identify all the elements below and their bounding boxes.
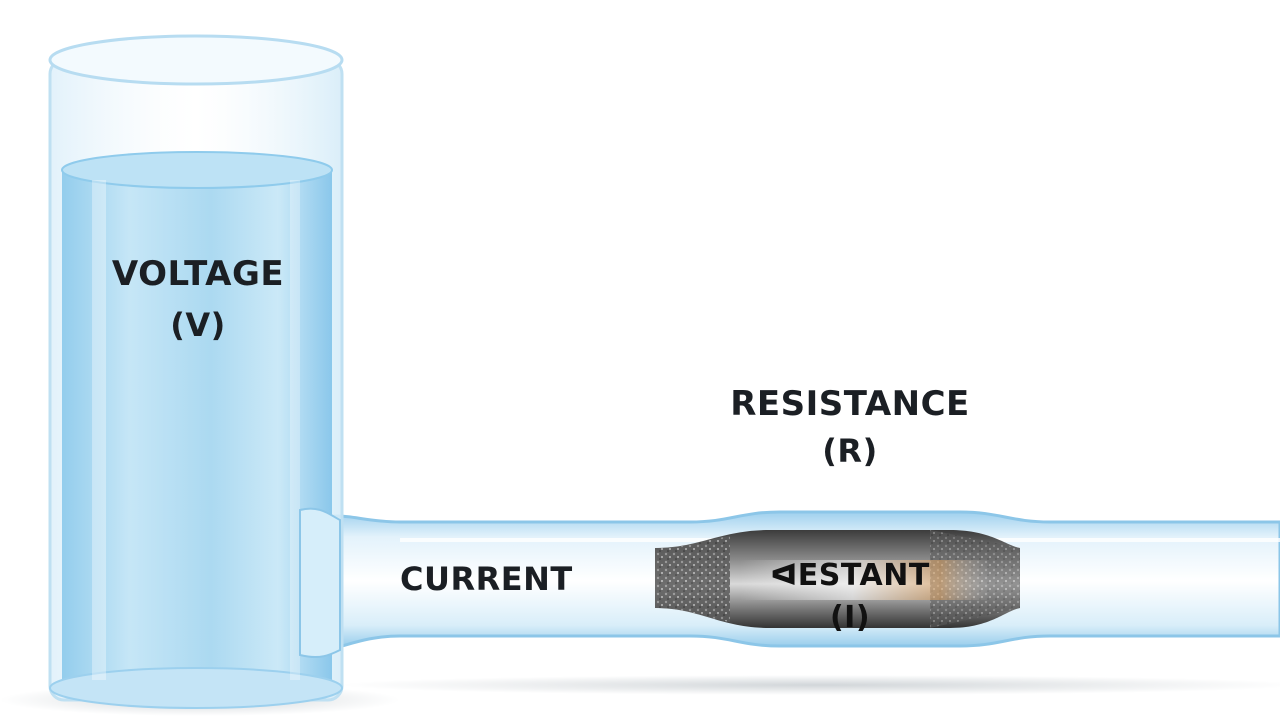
resistance-symbol: (R) bbox=[822, 432, 878, 470]
pipe-shadow bbox=[340, 675, 1280, 695]
resistor-texture-left bbox=[655, 536, 730, 622]
resistor-highlight bbox=[740, 560, 990, 600]
tank-reflection-right bbox=[290, 180, 300, 680]
resistance-label: RESISTANCE bbox=[730, 384, 970, 424]
voltage-label: VOLTAGE bbox=[111, 254, 285, 294]
tank-pipe-joint bbox=[299, 507, 341, 659]
tank-base bbox=[49, 667, 343, 709]
water-surface bbox=[61, 151, 333, 189]
resistor-symbol: (I) bbox=[829, 600, 871, 635]
tank-rim bbox=[48, 34, 344, 86]
resistor-text: ᐊESTANT bbox=[770, 558, 930, 593]
tank-reflection-left bbox=[92, 180, 106, 680]
current-label: CURRENT bbox=[400, 560, 573, 598]
tank-water bbox=[62, 170, 332, 685]
voltage-symbol: (V) bbox=[170, 306, 226, 344]
